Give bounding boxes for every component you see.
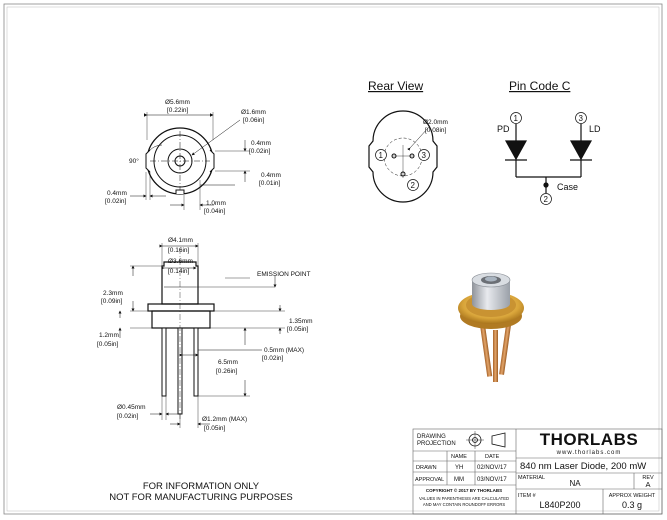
tb-drawing-label: DRAWING bbox=[417, 434, 446, 440]
rear-pin-2: 2 bbox=[411, 181, 416, 190]
front-left-offset-in-label: [0.02in] bbox=[105, 198, 127, 205]
front-notch-width-label: 0.4mm bbox=[261, 172, 281, 179]
side-pin-gap-label: 0.5mm (MAX) bbox=[264, 347, 304, 354]
laser-diode-render bbox=[458, 272, 524, 382]
front-notch-depth-in-label: [0.02in] bbox=[249, 148, 271, 155]
side-emission-point-label: EMISSION POINT bbox=[257, 271, 310, 278]
front-window-dia-in-label: [0.06in] bbox=[243, 117, 265, 124]
tb-material-value: NA bbox=[569, 479, 581, 488]
tb-item-label: ITEM # bbox=[518, 493, 537, 499]
side-cap-dia-label: Ø4.1mm bbox=[168, 237, 193, 244]
notice-line-1: FOR INFORMATION ONLY bbox=[143, 481, 260, 492]
side-flange-height-in-label: [0.05in] bbox=[97, 341, 119, 348]
side-window-dia-in-label: [0.14in] bbox=[168, 268, 190, 275]
tb-projection-label: PROJECTION bbox=[417, 441, 456, 447]
side-flange-right-in-label: [0.05in] bbox=[287, 326, 309, 333]
side-cap-dia-in-label: [0.16in] bbox=[168, 247, 190, 254]
front-window-dia-label: Ø1.6mm bbox=[241, 109, 266, 116]
tb-drawn-name: YH bbox=[455, 465, 463, 471]
tb-item-value: L840P200 bbox=[539, 500, 580, 510]
tb-material-label: MATERIAL bbox=[518, 475, 545, 481]
tb-weight-label: APPROX WEIGHT bbox=[609, 493, 656, 499]
tb-description: 840 nm Laser Diode, 200 mW bbox=[520, 461, 646, 472]
side-view bbox=[118, 243, 285, 428]
tb-disclaimer-1: VALUES IN PARENTHESIS ARE CALCULATED bbox=[419, 496, 509, 501]
rear-pin-1: 1 bbox=[379, 151, 384, 160]
pin-code-ld-label: LD bbox=[589, 124, 601, 134]
pin-code-pd-number: 1 bbox=[514, 114, 519, 123]
side-flange-right-label: 1.35mm bbox=[289, 318, 312, 325]
side-cap-height-in-label: [0.09in] bbox=[101, 298, 123, 305]
pin-code-pd-label: PD bbox=[497, 124, 510, 134]
front-width-in-label: [0.04in] bbox=[204, 208, 226, 215]
pin-code-title: Pin Code C bbox=[509, 79, 571, 93]
front-notch-depth-label: 0.4mm bbox=[251, 140, 271, 147]
tb-weight-value: 0.3 g bbox=[622, 500, 642, 510]
tb-date-header: DATE bbox=[485, 454, 500, 460]
side-cap-height-label: 2.3mm bbox=[103, 290, 123, 297]
front-outer-dia-in-label: [0.22in] bbox=[167, 107, 189, 114]
rear-view-title: Rear View bbox=[368, 79, 423, 93]
rear-pin-markers bbox=[375, 149, 430, 191]
side-pin-len-in-label: [0.26in] bbox=[216, 368, 238, 375]
pin-code-ld-number: 3 bbox=[579, 114, 584, 123]
tb-drawn-date: 02/NOV/17 bbox=[477, 465, 507, 471]
side-pin-spread-label: Ø1.2mm (MAX) bbox=[202, 416, 247, 423]
front-notch-width-in-label: [0.01in] bbox=[259, 180, 281, 187]
tb-rev-value: A bbox=[645, 480, 650, 489]
notice-line-2: NOT FOR MANUFACTURING PURPOSES bbox=[109, 492, 293, 503]
rear-pin-circle-in-label: [0.08in] bbox=[425, 127, 447, 134]
front-width-label: 1.0mm bbox=[206, 200, 226, 207]
sheet-inner-border bbox=[6, 6, 660, 512]
pin-code-schematic bbox=[504, 124, 593, 193]
side-pin-dia-label: Ø0.45mm bbox=[117, 404, 146, 411]
tb-approval-date: 03/NOV/17 bbox=[477, 477, 507, 483]
pin-code-case-label: Case bbox=[557, 182, 578, 192]
pin-code-markers bbox=[510, 112, 587, 205]
title-block-grid bbox=[412, 428, 663, 515]
thorlabs-website: www.thorlabs.com bbox=[556, 450, 622, 456]
front-outer-dia-label: Ø5.6mm bbox=[165, 99, 190, 106]
side-pin-gap-in-label: [0.02in] bbox=[262, 355, 284, 362]
tb-drawn-label: DRAWN bbox=[416, 465, 437, 471]
projection-symbol bbox=[466, 431, 506, 449]
front-angle-label: 90° bbox=[129, 157, 139, 165]
tb-approval-name: MM bbox=[454, 477, 464, 483]
front-left-offset-label: 0.4mm bbox=[107, 190, 127, 197]
side-flange-height-label: 1.2mm bbox=[99, 332, 119, 339]
pin-code-case-number: 2 bbox=[544, 195, 549, 204]
tb-copyright: COPYRIGHT © 2017 BY THORLABS bbox=[426, 487, 502, 493]
side-window-dia-label: Ø3.6mm bbox=[168, 258, 193, 265]
thorlabs-logo: THORLABS bbox=[540, 430, 638, 449]
rear-pin-3: 3 bbox=[422, 151, 427, 160]
tb-disclaimer-2: AND MAY CONTAIN ROUNDOFF ERRORS bbox=[423, 502, 506, 507]
tb-name-header: NAME bbox=[451, 454, 467, 460]
side-pin-dia-in-label: [0.02in] bbox=[117, 413, 139, 420]
side-pin-spread-in-label: [0.05in] bbox=[204, 425, 226, 432]
tb-rev-label: REV bbox=[642, 475, 654, 481]
sheet-border bbox=[3, 3, 663, 515]
tb-approval-label: APPROVAL bbox=[415, 477, 444, 483]
front-view bbox=[130, 112, 250, 210]
side-pin-len-label: 6.5mm bbox=[218, 359, 238, 366]
rear-pin-circle-label: Ø2.0mm bbox=[423, 119, 448, 126]
